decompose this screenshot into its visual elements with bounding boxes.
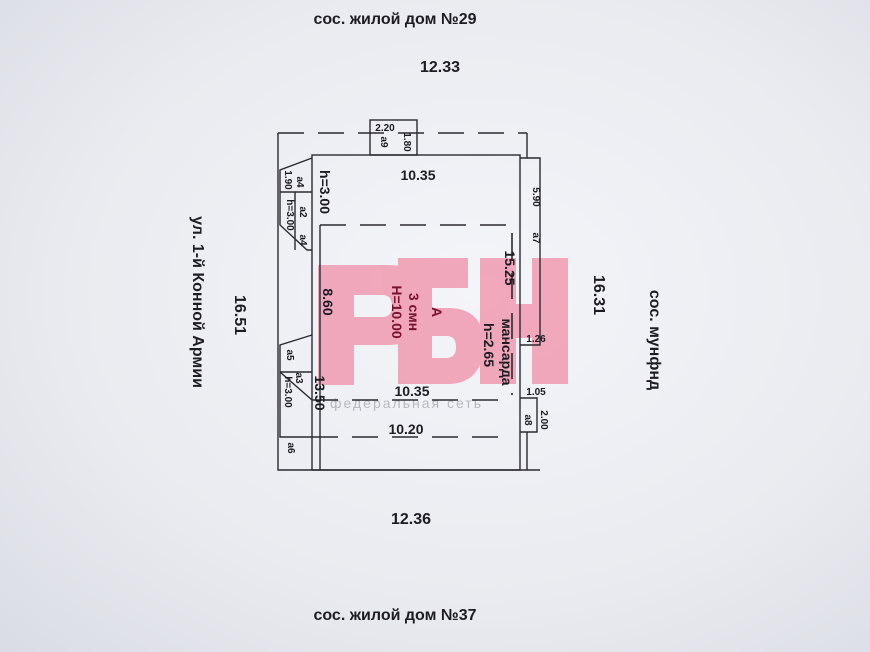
bottom-width: 10.20 xyxy=(388,421,423,437)
right-length: 16.31 xyxy=(590,275,607,315)
a8-width: 1.05 xyxy=(526,387,546,398)
a3-label: а3 xyxy=(293,372,304,384)
a4-height: h=3.00 xyxy=(284,199,295,231)
left-length: 16.51 xyxy=(231,295,248,335)
a8-depth: 2.00 xyxy=(538,410,549,430)
bottom-neighbor-label: сос. жилой дом №37 xyxy=(313,607,476,624)
attic-height: h=2.65 xyxy=(481,323,497,367)
street-label: ул. 1-й Конной Армии xyxy=(189,216,206,388)
a4-dim: 1.90 xyxy=(282,170,293,190)
a7-width: 1.26 xyxy=(526,334,546,345)
watermark-text: федеральная сеть xyxy=(330,395,483,411)
depth-right: 15.25 xyxy=(502,250,518,285)
right-neighbor-label: сос. мунфнд xyxy=(646,290,663,390)
a4-top-label: а4 xyxy=(294,176,305,188)
a9-depth: 1.80 xyxy=(401,132,412,152)
a3-height: h=3.00 xyxy=(282,376,293,408)
mid-width: 10.35 xyxy=(394,383,429,399)
a6-label: а6 xyxy=(285,442,296,454)
top-width: 10.35 xyxy=(400,167,435,183)
building-floors: 3 смн xyxy=(406,293,422,331)
a5-label: а5 xyxy=(284,349,295,361)
building-letter: А xyxy=(429,307,445,317)
top-length: 12.33 xyxy=(420,59,460,76)
attic-label: мансарда xyxy=(499,318,515,385)
annex-a9 xyxy=(369,119,418,156)
a9-label: а9 xyxy=(378,136,389,148)
a7-depth: 5.90 xyxy=(530,187,541,207)
a4-low-label: а4 xyxy=(297,234,308,246)
watermark-logo xyxy=(318,258,568,385)
a9-width: 2.20 xyxy=(375,123,395,134)
a7-label: а7 xyxy=(530,232,541,244)
annexes-left xyxy=(279,157,313,438)
front-height: h=3.00 xyxy=(317,170,333,214)
bottom-length: 12.36 xyxy=(391,511,431,528)
depth-left-lower: 13.50 xyxy=(312,375,328,410)
a2-label: а2 xyxy=(297,206,308,218)
annexes-right xyxy=(520,157,541,470)
a8-label: а8 xyxy=(522,414,533,426)
building-height: H=10.00 xyxy=(389,285,405,339)
top-neighbor-label: сос. жилой дом №29 xyxy=(313,11,476,28)
depth-left: 8.60 xyxy=(320,288,336,315)
